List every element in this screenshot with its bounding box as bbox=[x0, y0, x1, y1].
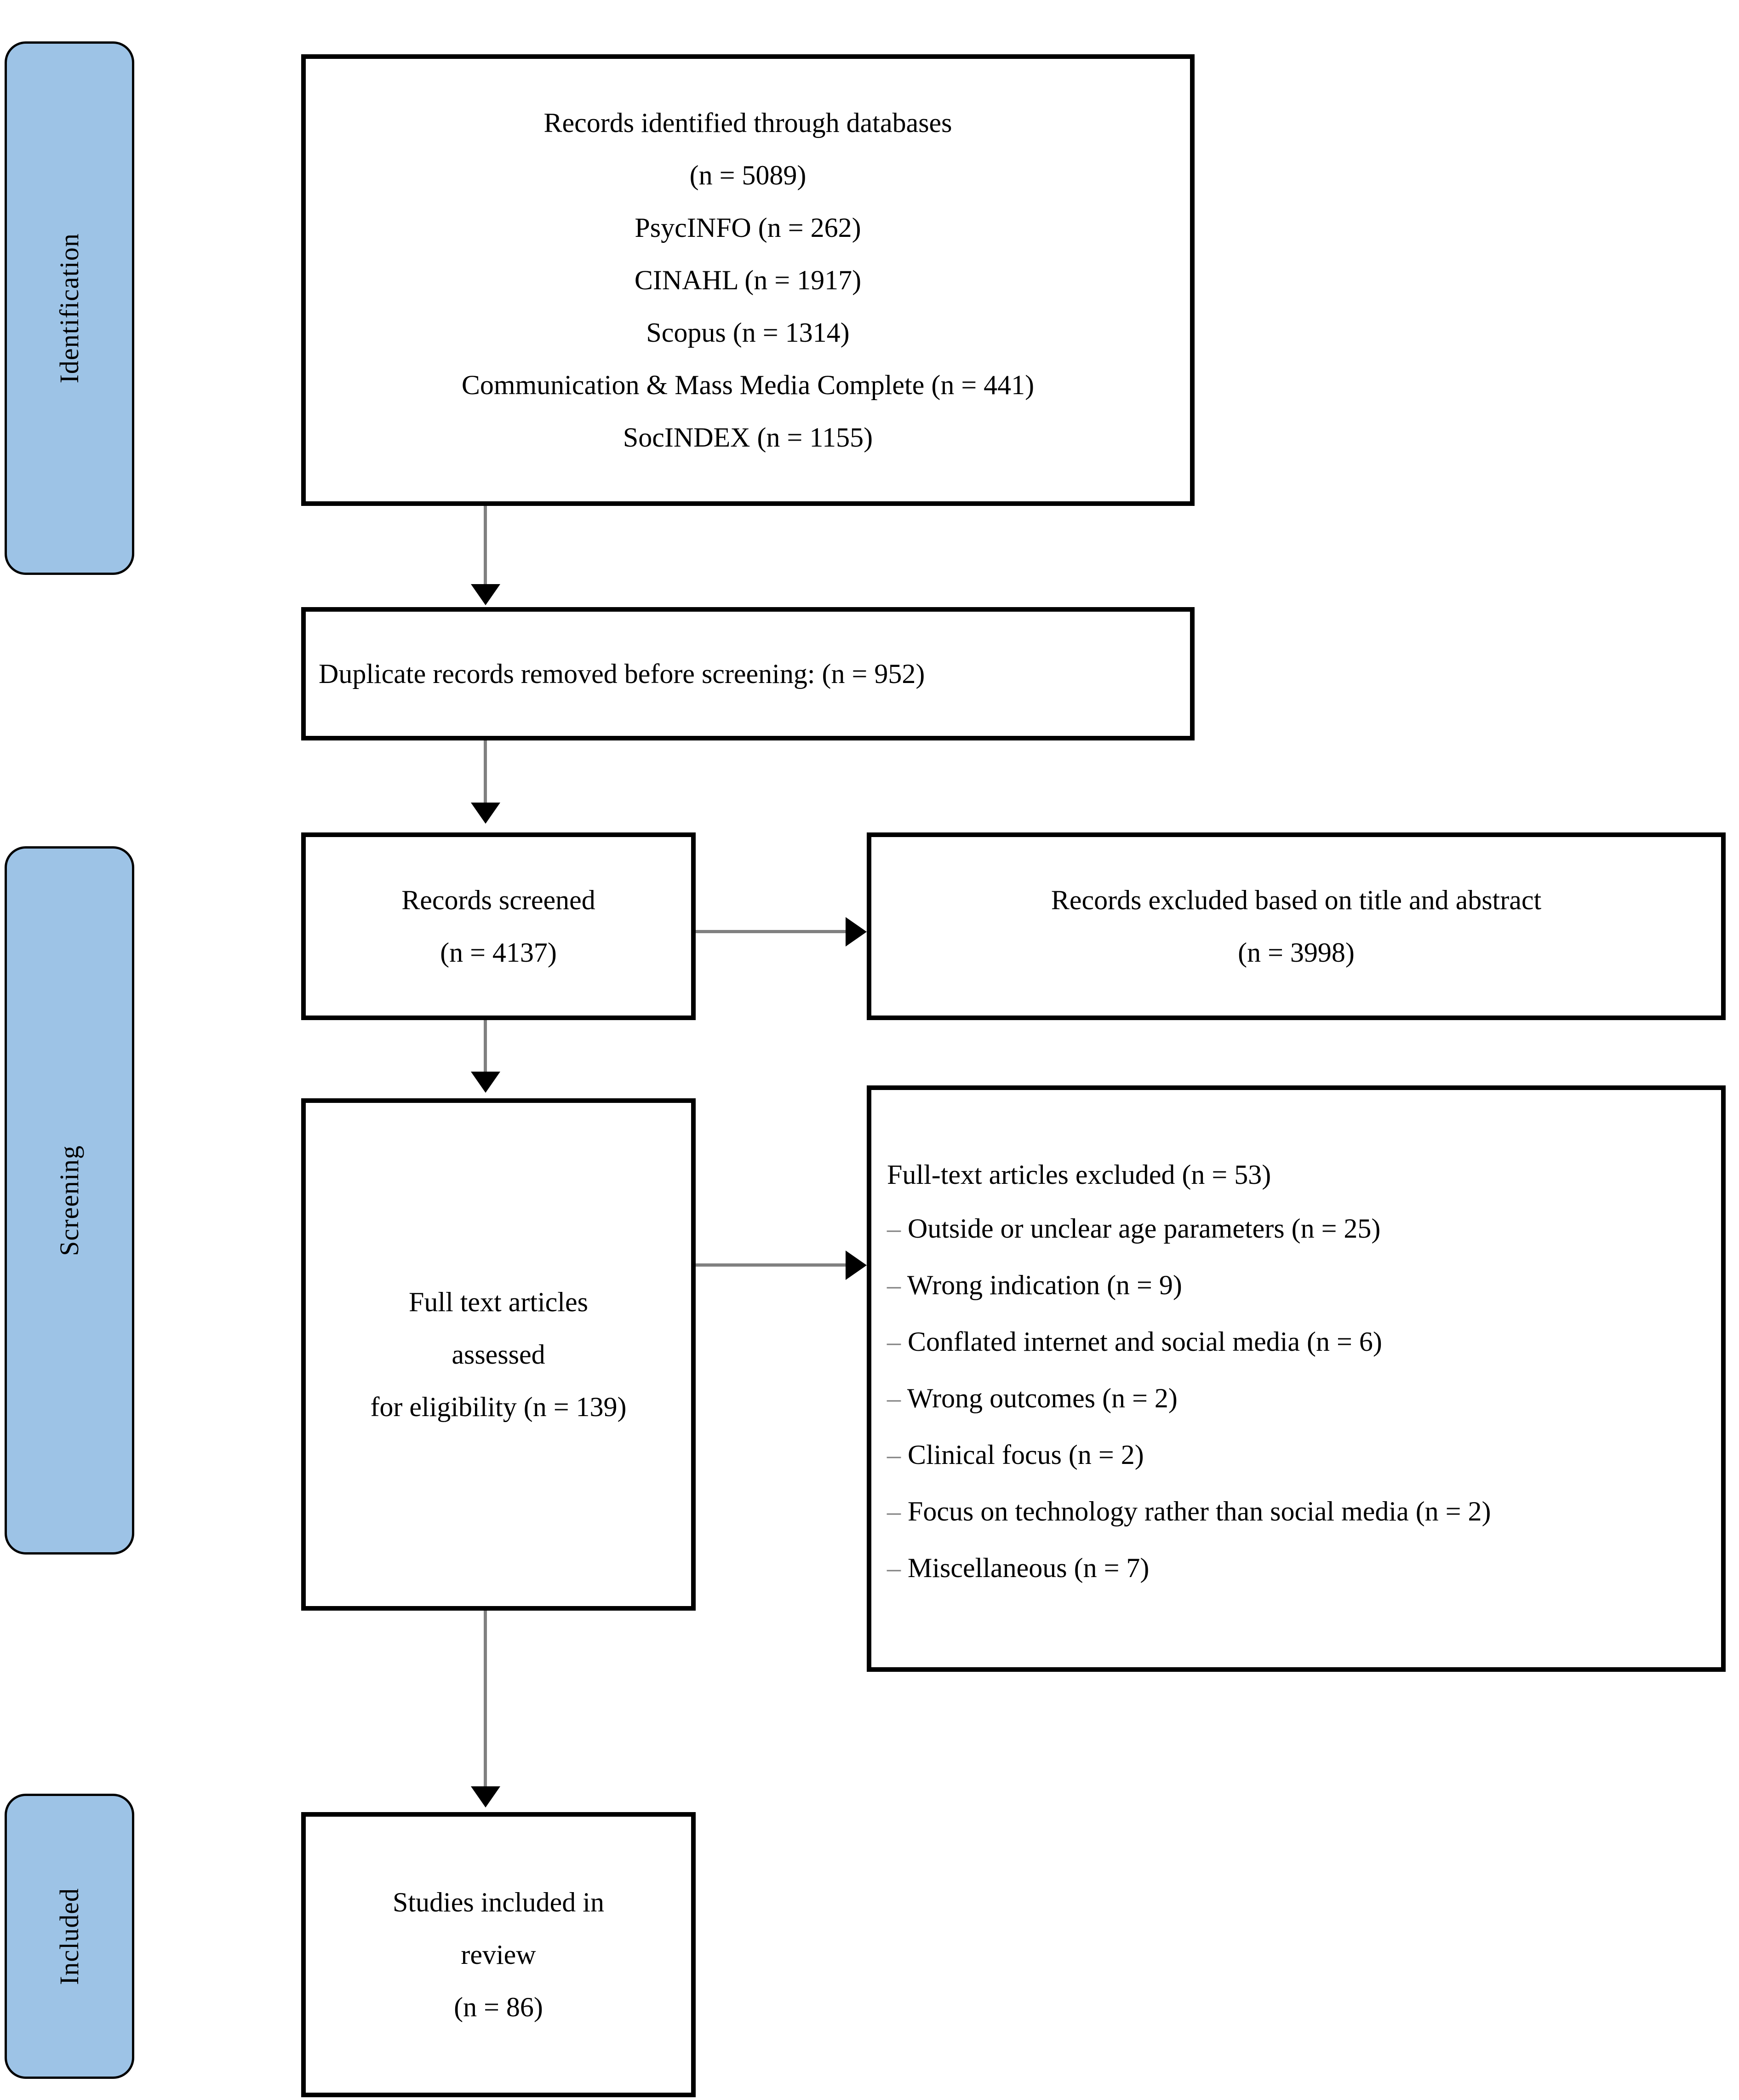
connector-identified-to-duplicates bbox=[484, 506, 487, 593]
box-duplicates-removed: Duplicate records removed before screeni… bbox=[301, 607, 1195, 740]
bullet-dash: – bbox=[887, 1383, 901, 1413]
duplicates-suffix: : (n = 952) bbox=[807, 659, 925, 689]
exclusion-reason-text: Clinical focus (n = 2) bbox=[908, 1440, 1144, 1470]
phase-label-identification: Identification bbox=[54, 233, 84, 384]
source-communication-mass-media: Communication & Mass Media Complete (n =… bbox=[461, 370, 1035, 400]
phase-bar-identification: Identification bbox=[5, 41, 134, 575]
exclusion-reason-item: – Outside or unclear age parameters (n =… bbox=[887, 1214, 1380, 1243]
phase-bar-included: Included bbox=[5, 1794, 134, 2079]
full-text-assessed-line-1: Full text articles bbox=[409, 1287, 588, 1317]
connector-screened-to-fulltext bbox=[484, 1020, 487, 1080]
arrowhead-screened-to-excluded bbox=[846, 917, 867, 947]
phase-bar-screening: Screening bbox=[5, 846, 134, 1555]
bullet-dash: – bbox=[887, 1213, 901, 1244]
connector-fulltext-to-included bbox=[484, 1611, 487, 1795]
records-screened-count: (n = 4137) bbox=[440, 937, 557, 968]
arrowhead-identified-to-duplicates bbox=[471, 584, 500, 605]
arrowhead-duplicates-to-screened bbox=[471, 803, 500, 824]
exclusion-reason-text: Outside or unclear age parameters (n = 2… bbox=[908, 1213, 1381, 1244]
records-identified-total: (n = 5089) bbox=[689, 160, 807, 190]
exclusion-reason-item: – Focus on technology rather than social… bbox=[887, 1497, 1491, 1526]
bullet-dash: – bbox=[887, 1270, 901, 1300]
exclusion-reason-text: Conflated internet and social media (n =… bbox=[908, 1326, 1382, 1357]
connector-screened-to-excluded bbox=[696, 930, 847, 933]
phase-label-included: Included bbox=[54, 1888, 84, 1985]
records-excluded-count: (n = 3998) bbox=[1238, 937, 1355, 968]
connector-fulltext-to-exclusions bbox=[696, 1263, 847, 1267]
exclusion-reason-item: – Conflated internet and social media (n… bbox=[887, 1327, 1382, 1356]
source-psycinfo: PsycINFO (n = 262) bbox=[635, 212, 861, 243]
exclusion-reason-text: Focus on technology rather than social m… bbox=[908, 1496, 1491, 1526]
duplicates-prefix: Duplicate records removed bbox=[319, 659, 624, 689]
full-text-assessed-line-3: for eligibility (n = 139) bbox=[370, 1392, 627, 1422]
source-scopus: Scopus (n = 1314) bbox=[646, 317, 850, 348]
box-studies-included: Studies included in review (n = 86) bbox=[301, 1812, 696, 2097]
studies-included-line-2: review bbox=[461, 1939, 536, 1970]
exclusion-reason-text: Miscellaneous (n = 7) bbox=[908, 1553, 1150, 1583]
box-full-text-assessed: Full text articles assessed for eligibil… bbox=[301, 1098, 696, 1611]
exclusion-reason-text: Wrong indication (n = 9) bbox=[907, 1270, 1182, 1300]
source-socindex: SocINDEX (n = 1155) bbox=[623, 422, 873, 453]
exclusion-reason-item: – Wrong indication (n = 9) bbox=[887, 1271, 1182, 1300]
exclusion-reason-item: – Wrong outcomes (n = 2) bbox=[887, 1384, 1178, 1413]
connector-duplicates-to-screened bbox=[484, 740, 487, 809]
full-text-excluded-heading: Full-text articles excluded (n = 53) bbox=[887, 1159, 1271, 1190]
exclusion-reason-item: – Clinical focus (n = 2) bbox=[887, 1440, 1144, 1469]
bullet-dash: – bbox=[887, 1553, 901, 1583]
full-text-assessed-line-2: assessed bbox=[452, 1339, 545, 1370]
exclusion-reason-text: Wrong outcomes (n = 2) bbox=[907, 1383, 1178, 1413]
studies-included-line-1: Studies included in bbox=[393, 1887, 604, 1917]
records-screened-label: Records screened bbox=[401, 885, 595, 915]
studies-included-count: (n = 86) bbox=[454, 1992, 543, 2022]
duplicates-removed-text: Duplicate records removed before screeni… bbox=[319, 660, 925, 688]
exclusion-reason-item: – Miscellaneous (n = 7) bbox=[887, 1554, 1149, 1583]
records-identified-title: Records identified through databases bbox=[543, 108, 952, 138]
box-records-excluded-title-abstract: Records excluded based on title and abst… bbox=[867, 832, 1726, 1020]
bullet-dash: – bbox=[887, 1440, 901, 1470]
arrowhead-fulltext-to-exclusions bbox=[846, 1251, 867, 1280]
arrowhead-screened-to-fulltext bbox=[471, 1072, 500, 1093]
box-records-screened: Records screened (n = 4137) bbox=[301, 832, 696, 1020]
bullet-dash: – bbox=[887, 1496, 901, 1526]
box-records-identified: Records identified through databases (n … bbox=[301, 54, 1195, 506]
records-excluded-label: Records excluded based on title and abst… bbox=[1051, 885, 1542, 915]
bullet-dash: – bbox=[887, 1326, 901, 1357]
box-full-text-excluded: Full-text articles excluded (n = 53) – O… bbox=[867, 1085, 1726, 1672]
phase-label-screening: Screening bbox=[54, 1145, 84, 1256]
arrowhead-fulltext-to-included bbox=[471, 1786, 500, 1807]
duplicates-italic: before screening bbox=[624, 659, 807, 689]
source-cinahl: CINAHL (n = 1917) bbox=[634, 265, 862, 295]
